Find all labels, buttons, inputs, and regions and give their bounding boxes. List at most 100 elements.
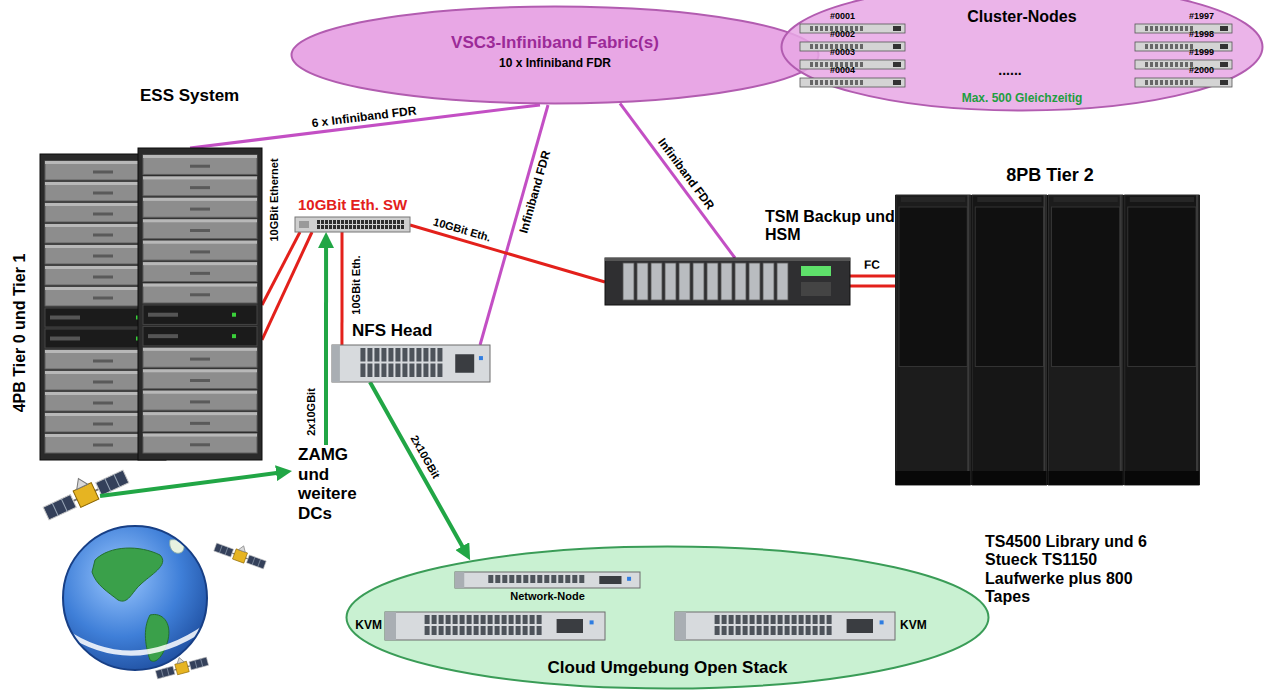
storage-racks-shape-part [232,313,236,317]
network-node-shape-part [627,577,631,581]
kvm-host-shape-part [446,626,451,635]
tsm-server-shape-part [605,258,850,261]
kvm-host-shape-part [827,626,832,635]
cluster-ellipse-shape-part [815,44,818,49]
cluster-ellipse-shape-part [1185,44,1188,49]
tsm-server-shape-part [693,263,704,300]
storage-racks-shape-part [190,443,210,446]
cluster-ellipse-shape-part [840,80,843,85]
kvm-host-shape-part [778,615,783,624]
cluster-ellipse-shape-part [1170,26,1173,31]
ethernet-switch-shape-part [329,225,332,229]
ethernet-switch-shape-part [333,220,336,224]
kvm-host-shape-part [590,620,594,624]
cluster-ellipse-shape-part [800,78,905,87]
storage-racks-shape-part [143,219,257,222]
tape-library-shape-part [1128,207,1196,367]
kvm-host-shape-part [764,626,769,635]
network-node-shape-part [488,575,493,583]
kvm-host-shape-part [771,626,776,635]
ethernet-switch-shape-part [357,225,360,229]
node-label: KVM [900,619,934,633]
cluster-ellipse-shape-part [815,26,818,31]
tsm-server-shape-part [707,263,718,300]
node-label: KVM [350,619,382,633]
cluster-ellipse-shape-part [825,62,828,67]
cluster-ellipse-shape-part [1170,44,1173,49]
storage-racks-shape-part [148,313,178,317]
node-label: Network-Node [445,590,650,603]
cluster-ellipse-shape-part [1145,26,1148,31]
storage-racks-shape-part [143,434,257,437]
storage-racks-shape-part [143,198,257,217]
connector [262,232,312,340]
tape-library-shape-part [1196,195,1198,485]
node-label: Cloud Umgebung Open Stack [345,658,990,678]
storage-racks-shape-part [190,229,210,232]
network-node-shape-part [572,575,577,583]
cluster-ellipse-shape-part [1160,62,1163,67]
storage-racks-shape [40,148,262,460]
kvm-host-shape-part [750,615,755,624]
storage-racks-shape-part [143,176,257,195]
ethernet-switch-shape-part [369,225,372,229]
connector [410,225,605,282]
kvm-host-shape-part [557,619,583,633]
tape-library-shape-part [1052,207,1120,367]
storage-racks-shape-part [93,381,113,384]
storage-racks-shape-part [143,326,257,345]
node-label: TS4500 Library und 6 Stueck TS1150 Laufw… [985,533,1157,607]
kvm-host-shape-part [799,615,804,624]
storage-racks-shape-part [143,262,257,265]
kvm-host-shape-part [467,615,472,624]
ethernet-switch-shape-part [377,220,380,224]
ethernet-switch-shape-part [345,220,348,224]
node-label: TSM Backup und HSM [765,208,895,245]
cluster-ellipse-shape-part [1175,44,1178,49]
nfs-server-shape-part [402,364,407,378]
edge-label: 2x10GBit [406,431,443,483]
kvm-host-shape-part [425,626,430,635]
network-node-shape-part [551,575,556,583]
satellite-icon [39,460,269,680]
connector [850,274,895,277]
nfs-server-shape-part [437,364,442,378]
tsm-server-shape-part [637,263,648,300]
tsm-server-shape [605,258,850,305]
globe-illustration-part [63,526,207,670]
cluster-ellipse-shape-part [1135,24,1232,33]
node-number: #0002 [830,29,855,40]
storage-racks-shape-part [143,284,257,287]
ethernet-switch: 10GBit Eth. SW [295,217,410,232]
tape-library-shape-part [1049,471,1123,485]
cluster-ellipse-shape-part [825,44,828,49]
cluster-ellipse-shape-part [1180,26,1183,31]
storage-racks-shape-part [143,305,257,324]
kvm-host-shape-part [432,615,437,624]
storage-racks-shape-part [143,219,257,238]
kvm-host-shape-part [495,615,500,624]
kvm-host-shape-part [530,615,535,624]
ethernet-switch-shape-part [389,225,392,229]
connector [324,244,328,445]
storage-racks-shape-part [190,250,210,253]
storage-racks-shape-part [93,423,113,426]
network-node-shape-part [523,575,528,583]
kvm-host: KVM [385,612,605,640]
ethernet-switch-shape-part [365,225,368,229]
nfs-server-shape-part [374,348,379,362]
kvm-host-shape-part [820,615,825,624]
kvm-host-shape-part [729,626,734,635]
kvm-host-shape-part [509,615,514,624]
tape-library-shape-part [896,471,970,485]
network-node-shape-part [455,572,640,588]
tape-library-shape-part [1120,195,1122,485]
tsm-server-shape-part [623,263,634,300]
storage-racks-shape-part [143,241,257,244]
globe-continents [60,540,215,662]
nfs-server-shape-part [423,348,428,362]
tape-library-shape-part [1049,195,1123,485]
nfs-server: NFS Head [332,345,490,382]
cluster-ellipse-shape-part [1165,44,1168,49]
storage-racks-shape-part [93,171,113,174]
